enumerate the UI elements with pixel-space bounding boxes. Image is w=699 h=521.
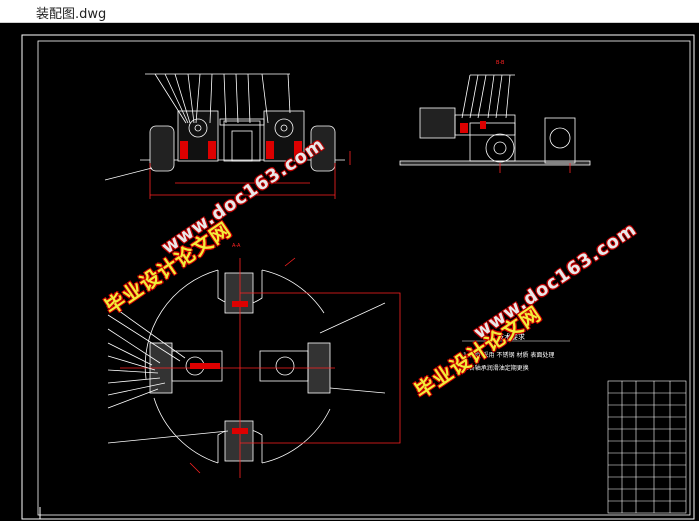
- cad-drawing: B-B: [21, 34, 695, 520]
- plan-view: [107, 257, 401, 478]
- window-title: 装配图.dwg: [36, 7, 107, 22]
- title-block: [607, 380, 687, 514]
- title-bar: 装配图.dwg: [0, 0, 699, 23]
- drawing-canvas[interactable]: B-B: [0, 23, 699, 521]
- section-label-mid: A-A: [232, 243, 241, 249]
- outer-frame: [21, 34, 695, 520]
- section-label-top: B-B: [496, 60, 505, 66]
- tech-line-1: 1.轮组 采用 不锈钢 材质 表面处理: [463, 352, 555, 359]
- inner-frame: [37, 40, 691, 516]
- tech-line-2: 2.各轴承润滑油定期更换: [463, 365, 529, 372]
- tech-title: 技术要求: [497, 333, 525, 341]
- front-view: [104, 73, 351, 199]
- side-view: [399, 74, 591, 173]
